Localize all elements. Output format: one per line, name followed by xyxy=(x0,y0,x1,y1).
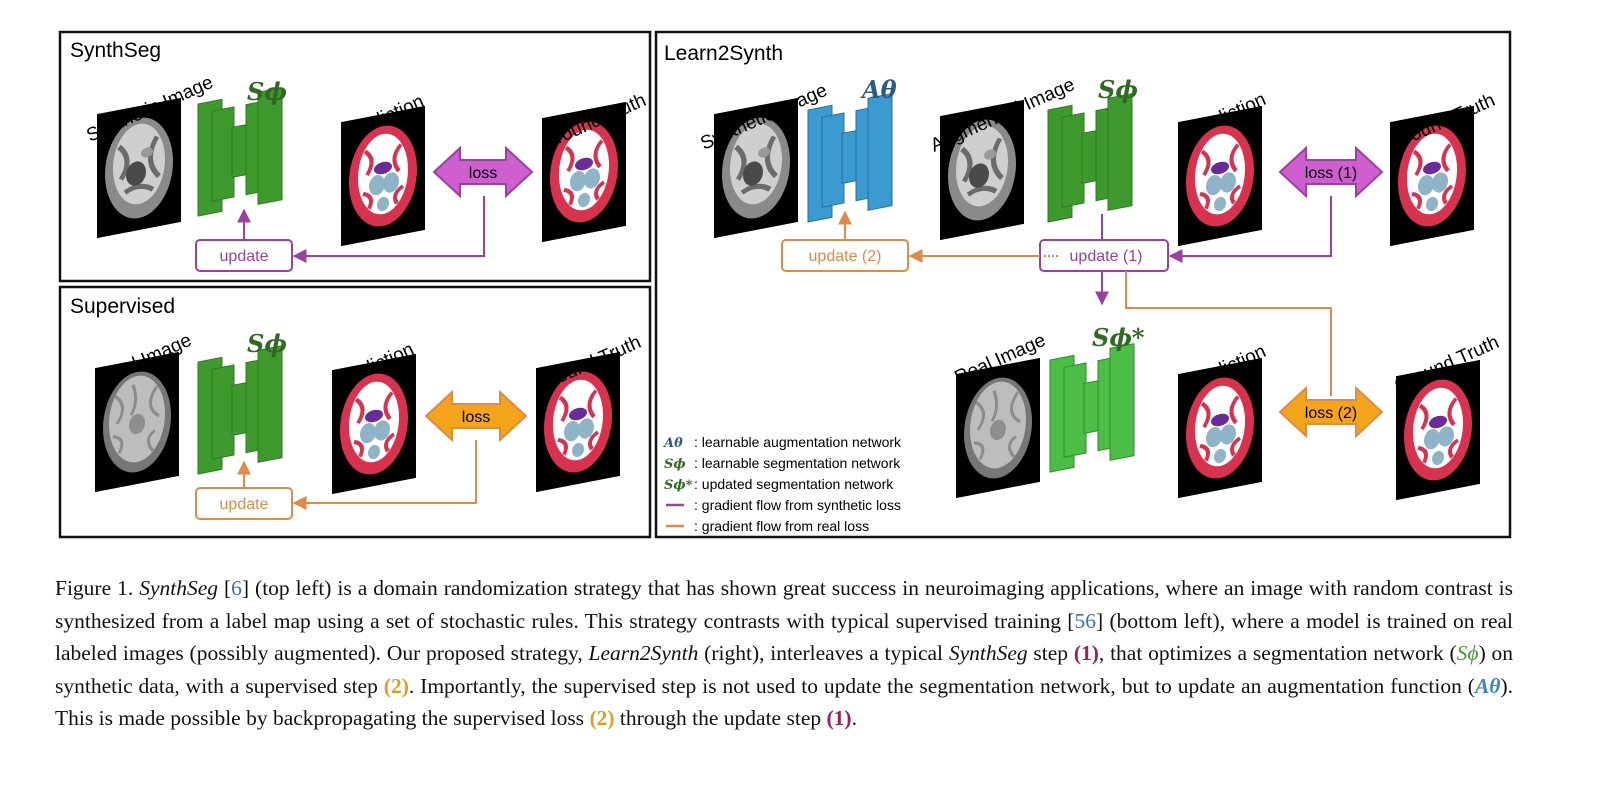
learn2synth-panel: Learn2Synth Synthetic Image Aθ Augmented… xyxy=(654,30,1512,539)
caption-text-12: ). This is made possible by backpropagat… xyxy=(55,673,1513,731)
l2s-loss1-arrow xyxy=(1278,145,1384,199)
legend-seg-symbol: Sϕ xyxy=(664,457,686,472)
l2s-aug-net-label: Aθ xyxy=(860,75,897,104)
caption-text-13: through the update step xyxy=(614,706,827,730)
synthseg-loss-arrow xyxy=(432,145,534,199)
supervised-panel: Supervised Real Image Sϕ Prediction Grou… xyxy=(58,285,652,539)
learn2synth-title: Learn2Synth xyxy=(664,42,783,65)
synthseg-seg-net-label: Sϕ xyxy=(247,77,287,106)
method-diagram: SynthSeg Synthetic Image Sϕ Prediction G… xyxy=(58,30,1512,539)
l2s-loss2-label: loss (2) xyxy=(1305,405,1357,422)
synthseg-seg-net xyxy=(197,87,283,217)
synthseg-update-box xyxy=(195,239,293,272)
l2s-update1-label: update (1) xyxy=(1070,248,1143,265)
learn2synth-panel-border xyxy=(654,30,1512,539)
supervised-seg-net-label: Sϕ xyxy=(247,329,287,358)
legend-real-flow-text: : gradient flow from real loss xyxy=(694,518,869,534)
l2s-seg-net xyxy=(1047,93,1133,223)
figure-caption: Figure 1. SynthSeg [6] (top left) is a d… xyxy=(55,572,1513,735)
caption-math-sphi: Sϕ xyxy=(1456,641,1479,665)
legend-synthetic-flow-text: : gradient flow from synthetic loss xyxy=(694,497,901,513)
caption-step2-a: (2) xyxy=(383,673,409,698)
supervised-loss-arrow xyxy=(424,389,528,443)
caption-text-9: , that optimizes a segmentation network … xyxy=(1098,641,1457,665)
supervised-gradient-line xyxy=(292,440,477,510)
synthseg-panel: SynthSeg Synthetic Image Sϕ Prediction G… xyxy=(58,30,652,283)
supervised-title: Supervised xyxy=(70,295,175,318)
l2s-aug-net xyxy=(807,93,893,223)
synthseg-title: SynthSeg xyxy=(70,39,161,62)
caption-text-11: . Importantly, the supervised step is no… xyxy=(408,673,1475,698)
l2s-synthetic-gradient-line xyxy=(1168,196,1332,263)
supervised-update-label: update xyxy=(220,496,269,513)
synthseg-gradient-line xyxy=(292,196,485,263)
caption-step2-b: (2) xyxy=(589,706,615,730)
l2s-loss2-arrow xyxy=(1278,385,1384,439)
l2s-seg-net-label: Sϕ xyxy=(1098,75,1138,104)
caption-text-2: [ xyxy=(218,576,232,600)
legend: Aθ : learnable augmentation network Sϕ :… xyxy=(662,434,902,534)
caption-text-4: ] (bottom left), where a model is traine… xyxy=(55,608,1513,666)
caption-text-14: . xyxy=(851,706,857,730)
caption-ref-56[interactable]: 56 xyxy=(1074,608,1096,633)
caption-text-10: ) on synthetic data, with a supervised s… xyxy=(55,641,1514,698)
legend-seg-text: : learnable segmentation network xyxy=(694,455,901,471)
supervised-update-box xyxy=(195,487,293,520)
caption-text-8: step xyxy=(1027,641,1074,665)
caption-text-3: ] (top left) is a domain randomization s… xyxy=(55,576,1514,633)
caption-ref-6[interactable]: 6 xyxy=(231,576,242,600)
supervised-seg-net xyxy=(197,345,283,475)
l2s-update2-label: update (2) xyxy=(809,248,882,265)
legend-updated-text: : updated segmentation network xyxy=(694,476,894,492)
caption-synthseg-2: SynthSeg xyxy=(948,641,1028,665)
synthseg-loss-label: loss xyxy=(469,165,497,182)
l2s-real-gradient-line xyxy=(1125,271,1332,396)
legend-aug-text: : learnable augmentation network xyxy=(694,434,902,450)
l2s-updated-net xyxy=(1049,343,1135,473)
caption-text-6: (right), interleaves a typical xyxy=(698,641,949,665)
supervised-loss-label: loss xyxy=(462,409,490,426)
l2s-loss1-label: loss (1) xyxy=(1305,165,1357,182)
caption-math-atheta: Aθ xyxy=(1474,673,1501,698)
caption-step1-a: (1) xyxy=(1073,641,1099,665)
legend-aug-symbol: Aθ xyxy=(662,436,683,451)
caption-synthseg-1: SynthSeg xyxy=(139,576,219,600)
caption-learn2synth: Learn2Synth xyxy=(588,641,699,665)
l2s-updated-net-label: Sϕ* xyxy=(1092,323,1145,352)
caption-label: Figure 1. xyxy=(55,576,134,600)
legend-updated-symbol: Sϕ* xyxy=(664,478,693,493)
synthseg-update-label: update xyxy=(220,248,269,265)
supervised-panel-border xyxy=(58,285,652,539)
caption-step1-b: (1) xyxy=(826,706,852,730)
synthseg-panel-border xyxy=(58,30,652,283)
